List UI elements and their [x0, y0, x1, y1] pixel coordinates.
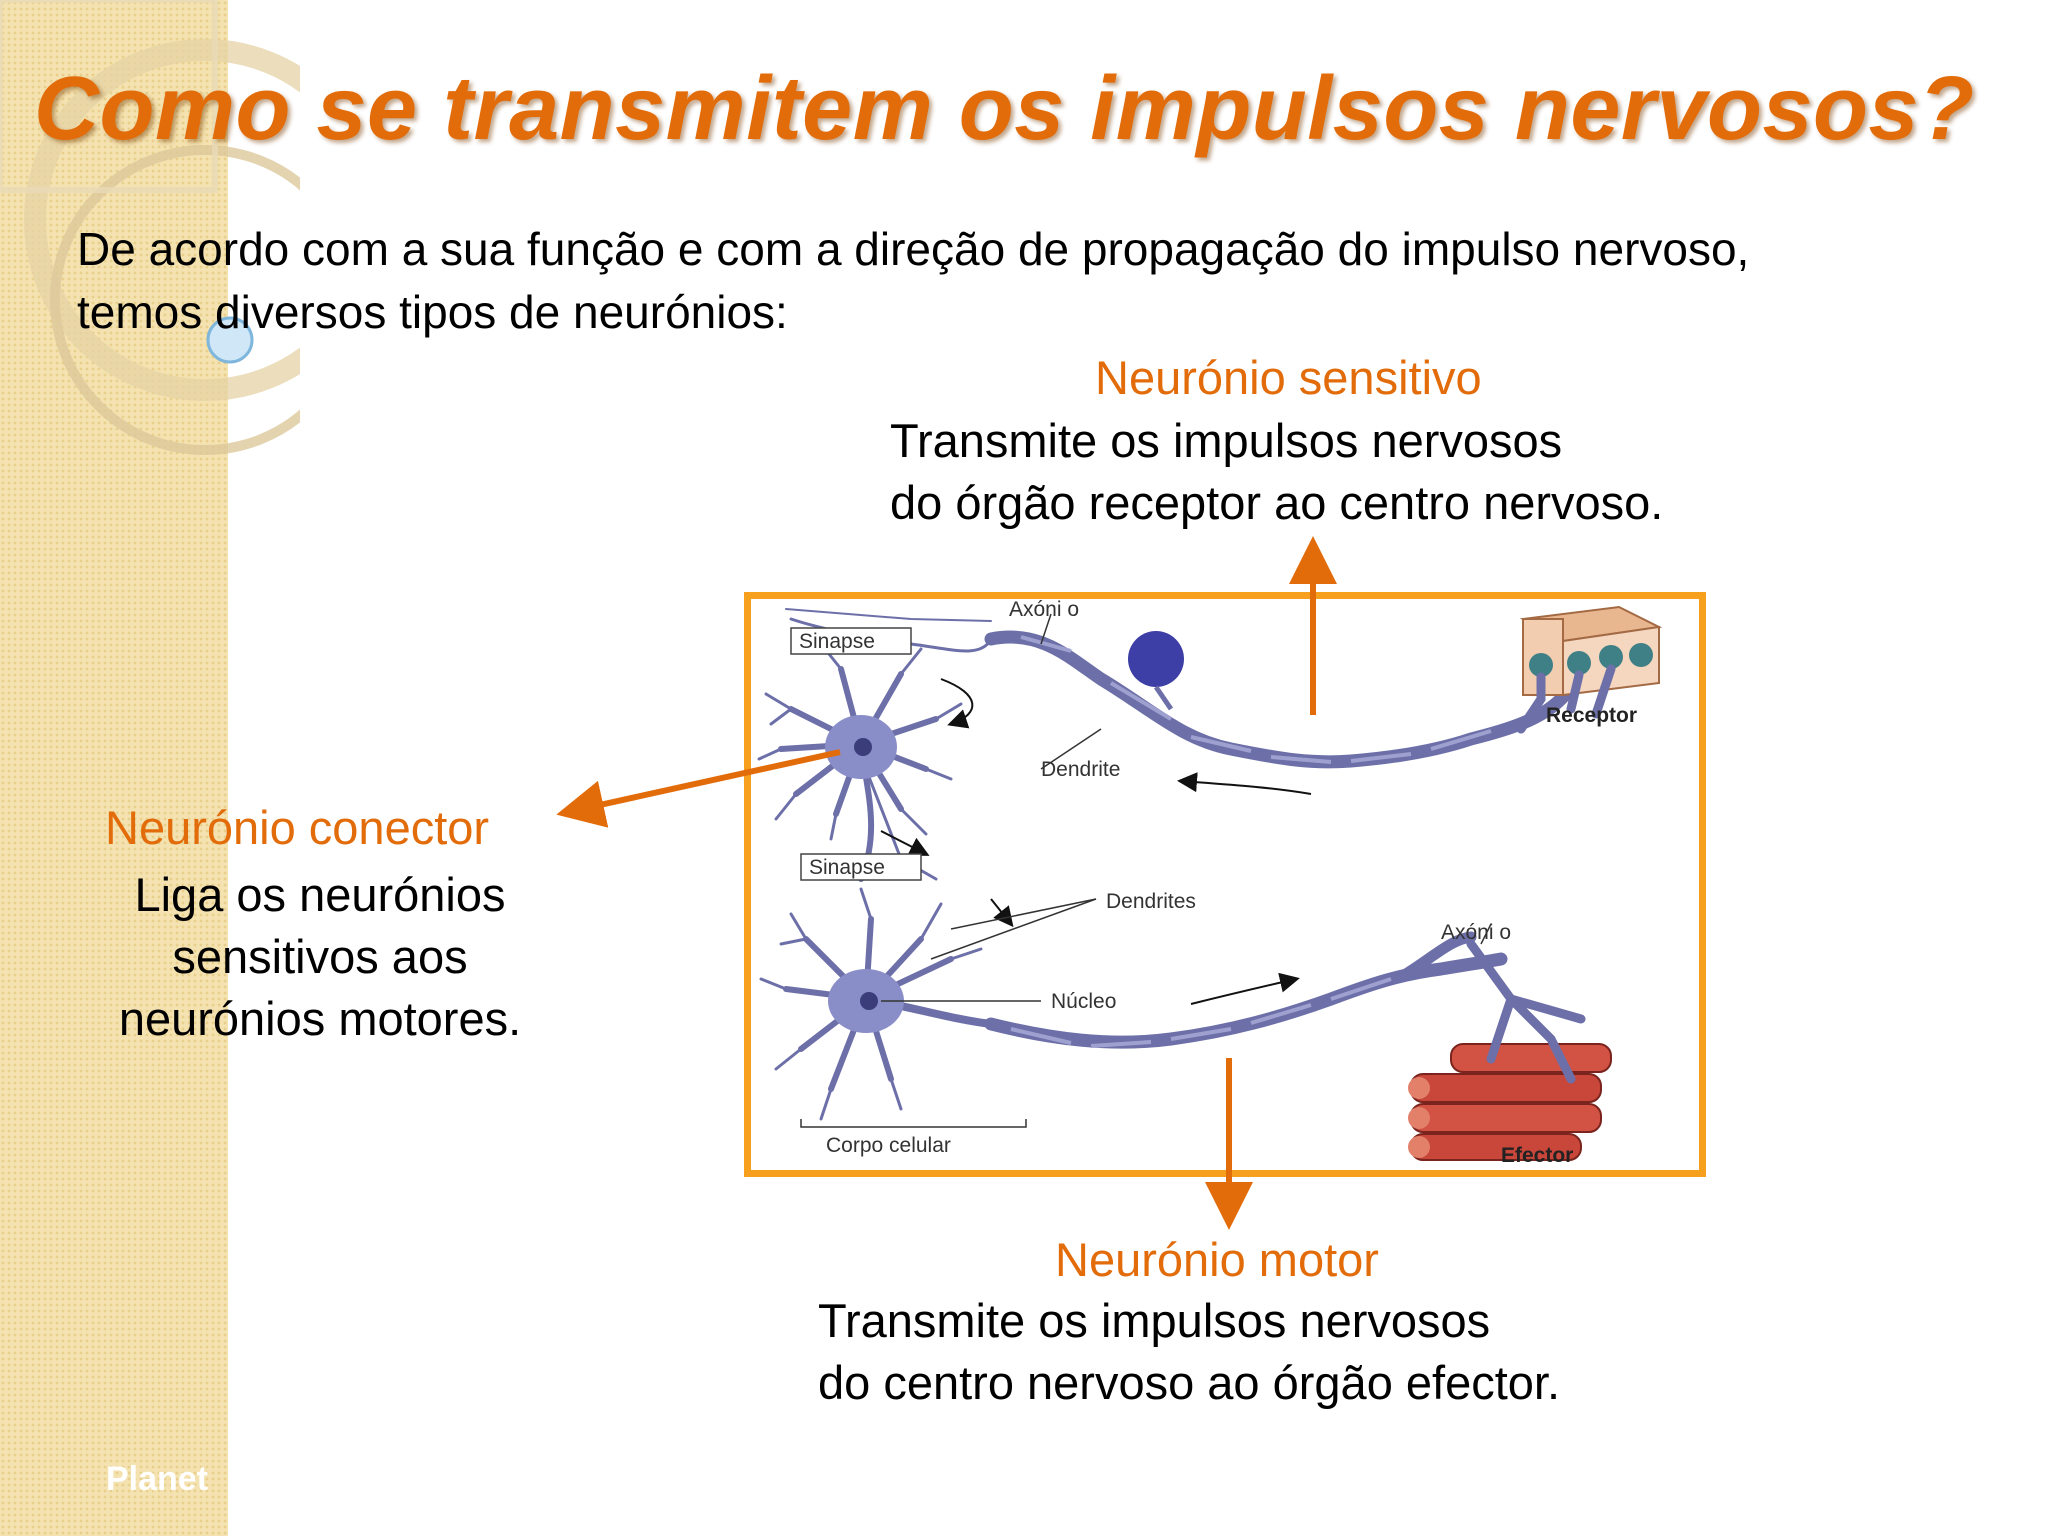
intro-line-2: temos diversos tipos de neurónios:	[77, 286, 788, 338]
connector-neuron-description: Liga os neurónios sensitivos aos neuróni…	[90, 864, 550, 1050]
label-axon-top: Axóni o	[1009, 599, 1079, 621]
sensory-cell-body	[1128, 631, 1184, 687]
motor-neuron-axon	[984, 931, 1508, 1049]
connector-nucleus	[854, 738, 872, 756]
synapse-top-box	[790, 627, 912, 655]
label-dendrites: Dendrites	[1106, 890, 1196, 913]
slide-title: Como se transmitem os impulsos nervosos?	[34, 59, 1975, 159]
connector-neuron-title: Neurónio conector	[105, 801, 490, 854]
arrow-to-connector-label	[556, 749, 841, 828]
dendrites-pointer-2	[950, 898, 1097, 930]
connector-line-2: sensitivos aos	[172, 930, 468, 983]
label-synapse-bottom: Sinapse	[809, 856, 885, 879]
motor-neuron-title: Neurónio motor	[1055, 1233, 1379, 1286]
cell-body-bracket	[800, 1119, 1027, 1128]
axon-top-pointer	[1040, 613, 1052, 645]
axon-bottom-pointer	[1480, 923, 1492, 945]
dendrites-arrow	[990, 898, 1014, 928]
sensory-neuron-title: Neurónio sensitivo	[1095, 351, 1482, 404]
connector-line-3: neurónios motores.	[118, 992, 522, 1045]
label-receptor: Receptor	[1546, 704, 1637, 727]
dendrite-pointer	[1040, 728, 1102, 770]
label-synapse-top: Sinapse	[799, 630, 875, 653]
motor-line-1: Transmite os impulsos nervosos	[818, 1294, 1491, 1347]
label-cell-body: Corpo celular	[826, 1134, 951, 1157]
intro-text: De acordo com a sua função e com a direç…	[77, 218, 1997, 344]
sensory-line-2: do órgão receptor ao centro nervoso.	[890, 476, 1664, 529]
label-dendrite: Dendrite	[1041, 758, 1120, 781]
effector-muscle	[1408, 939, 1612, 1161]
connector-arrow	[880, 830, 930, 856]
decorative-circles	[0, 0, 300, 455]
synapse-arrow	[940, 678, 974, 729]
motor-line-2: do centro nervoso ao órgão efector.	[818, 1356, 1561, 1409]
sensory-neuron-description: Transmite os impulsos nervosos do órgão …	[890, 410, 1663, 534]
bubble-icon	[206, 316, 254, 364]
sensory-direction-arrow	[1177, 772, 1312, 795]
sensory-neuron-axon	[984, 630, 1598, 769]
synapse-bottom-box	[800, 853, 922, 881]
neuron-diagram-frame: Sinapse Axóni o Dendrite Receptor Sinaps…	[744, 592, 1706, 1177]
motor-neuron-description: Transmite os impulsos nervosos do centro…	[818, 1290, 1560, 1414]
connector-line-1: Liga os neurónios	[134, 868, 506, 921]
motor-neuron-cell	[759, 887, 995, 1121]
label-axon-bottom: Axóni o	[1441, 921, 1511, 944]
label-effector: Efector	[1501, 1144, 1573, 1167]
receptor-block	[1516, 605, 1663, 734]
dendrites-pointer-1	[930, 898, 1097, 960]
intro-line-1: De acordo com a sua função e com a direç…	[77, 223, 1750, 275]
motor-nucleus	[860, 992, 878, 1010]
neuron-diagram: Sinapse Axóni o Dendrite Receptor Sinaps…	[757, 599, 1663, 1167]
footer-text: Planet	[106, 1460, 209, 1498]
sensory-line-1: Transmite os impulsos nervosos	[890, 414, 1563, 467]
label-nucleus: Núcleo	[1051, 990, 1116, 1013]
motor-direction-arrow	[1190, 972, 1300, 1005]
